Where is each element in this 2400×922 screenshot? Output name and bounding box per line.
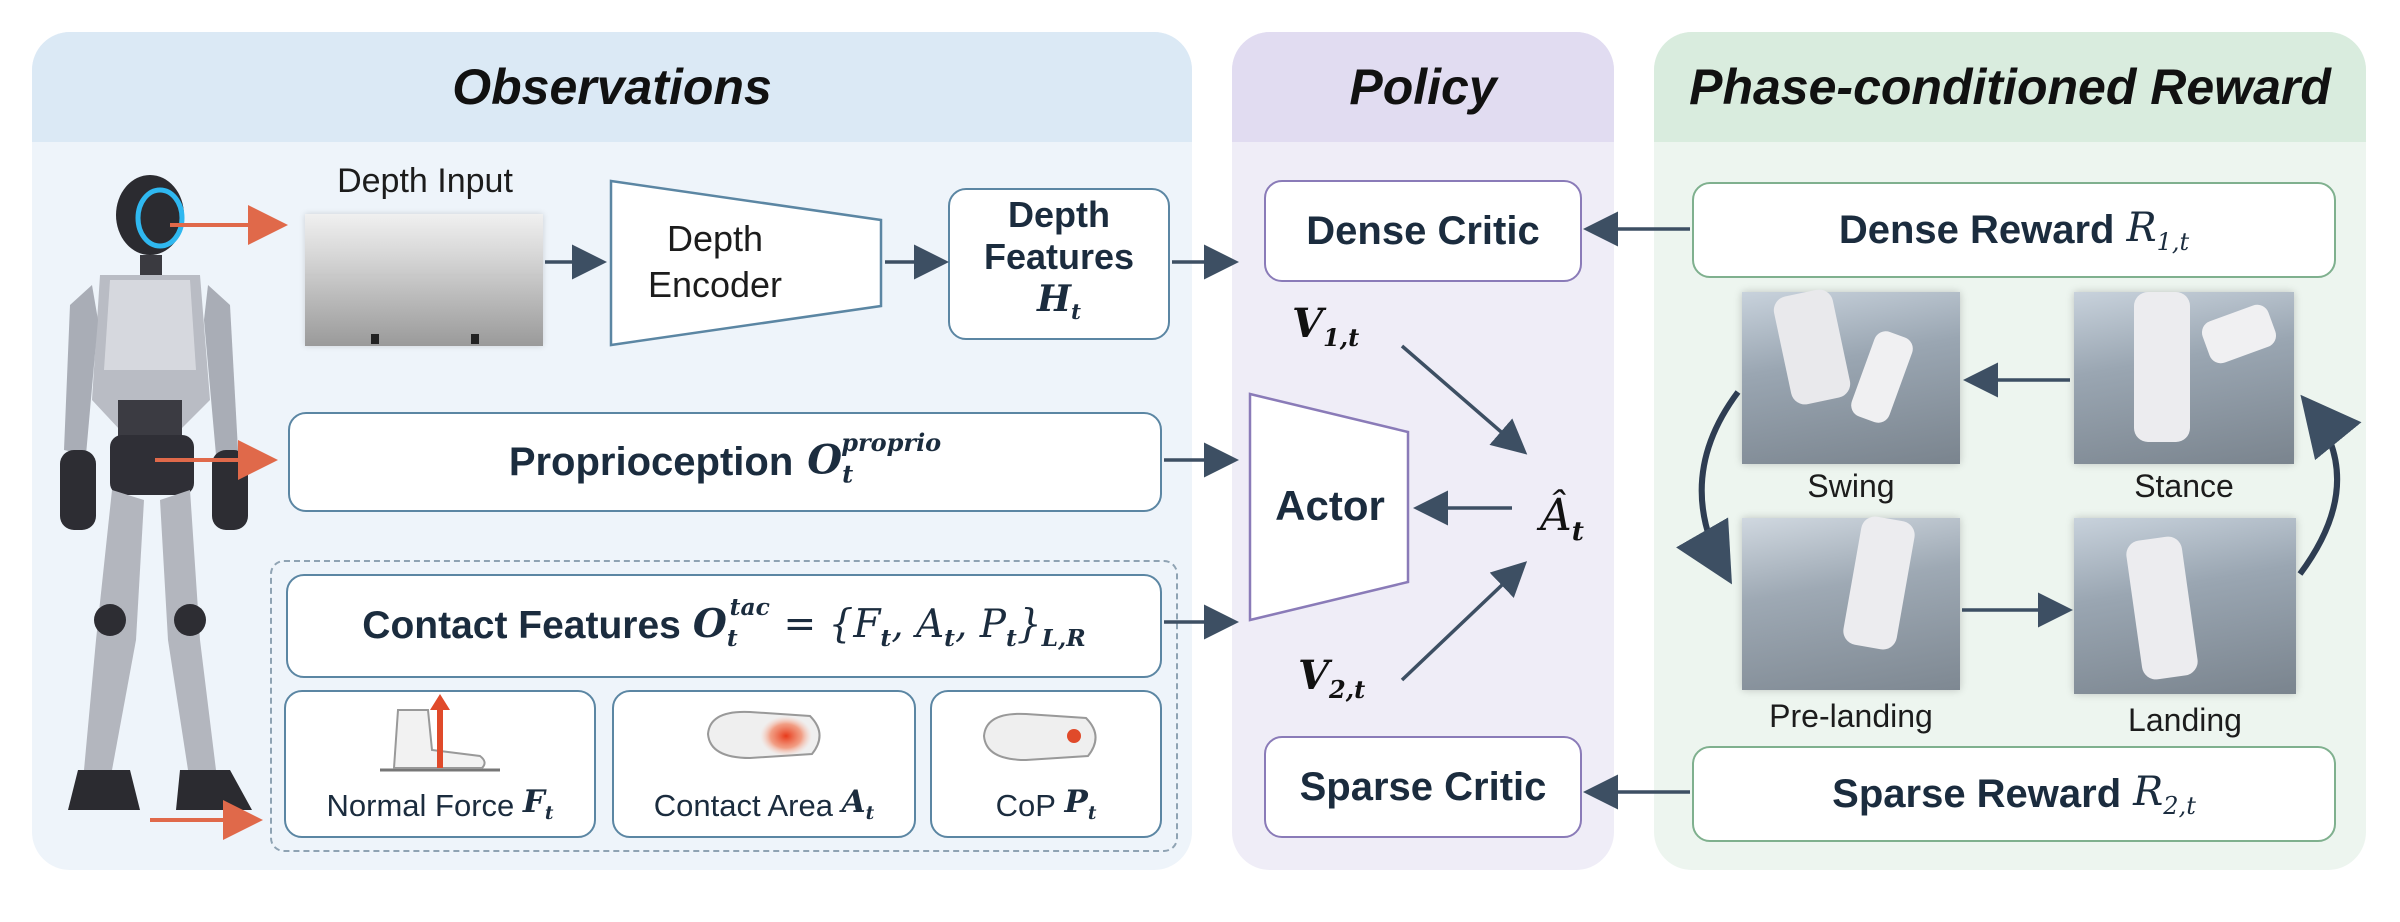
policy-panel: Policy: [1232, 32, 1614, 870]
phase-image-stance: [2074, 292, 2294, 464]
dense-critic-box: Dense Critic: [1264, 180, 1582, 282]
sensor-arrows: [150, 205, 288, 840]
humanoid-robot-illustration: [60, 175, 252, 810]
phase-label-landing: Landing: [2128, 702, 2242, 738]
depth-input-label: Depth Input: [337, 162, 513, 200]
sparse-reward-box: Sparse Reward R2,t: [1692, 746, 2336, 842]
proprioception-symbol: Otproprio: [807, 427, 942, 489]
v2-label: V2,t: [1298, 652, 1366, 704]
depth-features-box: Depth Features Ht: [948, 188, 1170, 340]
depth-encoder-label: Depth Encoder: [647, 218, 783, 305]
proprioception-box: Proprioception Otproprio: [288, 412, 1162, 512]
contact-area-icon: [706, 710, 821, 760]
actor-label: Actor: [1275, 482, 1385, 529]
depth-encoder-trapezoid: [609, 179, 883, 347]
depth-features-symbol: Ht: [1037, 277, 1081, 326]
phase-image-swing: [1742, 286, 1960, 464]
phase-label-prelanding: Pre-landing: [1769, 698, 1933, 734]
contact-features-formula: Ottac = {Ft, At, Pt}L,R: [692, 592, 1086, 652]
phase-image-landing: [2074, 518, 2296, 694]
dense-reward-box: Dense Reward R1,t: [1692, 182, 2336, 278]
cop-icon: [982, 712, 1097, 762]
foot-force-icon: [380, 694, 500, 772]
observations-title: Observations: [32, 32, 1192, 142]
phase-image-prelanding: [1742, 514, 1960, 690]
policy-title: Policy: [1232, 32, 1614, 142]
v1-label: V1,t: [1292, 300, 1360, 352]
sparse-critic-box: Sparse Critic: [1264, 736, 1582, 838]
reward-title: Phase-conditioned Reward: [1654, 32, 2366, 142]
contact-group: [270, 560, 1178, 852]
phase-label-swing: Swing: [1807, 468, 1895, 504]
phase-label-stance: Stance: [2134, 468, 2234, 504]
contact-features-box: Contact Features Ottac = {Ft, At, Pt}L,R: [286, 574, 1162, 678]
depth-image: [305, 214, 543, 346]
actor-trapezoid: [1248, 392, 1410, 622]
advantage-label: Ât: [1540, 490, 1584, 547]
